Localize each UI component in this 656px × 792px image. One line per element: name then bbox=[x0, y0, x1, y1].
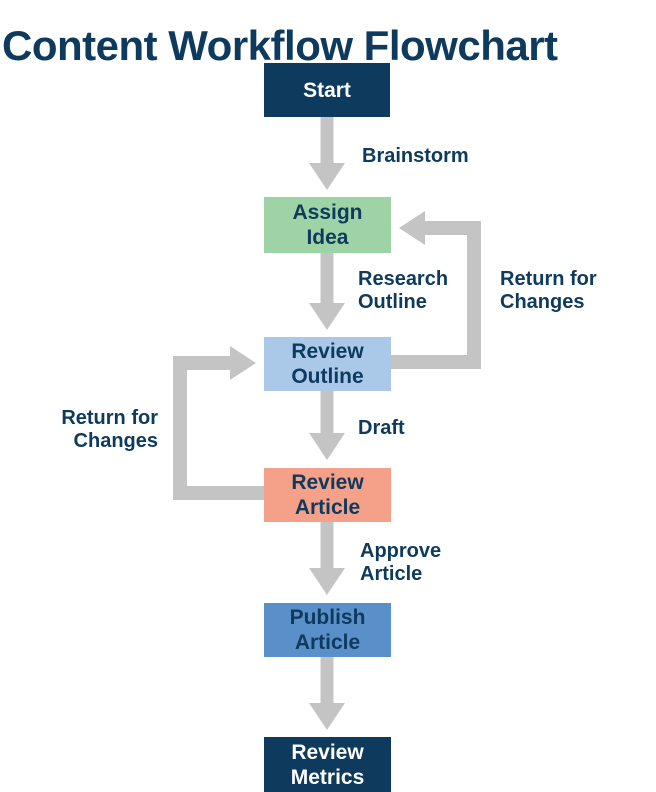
edge-label-return-for-changes-left: Return for Changes bbox=[61, 407, 158, 452]
node-review-article: Review Article bbox=[264, 468, 391, 522]
edge-label-brainstorm: Brainstorm bbox=[362, 145, 469, 167]
arrow-review-outline-to-review-article bbox=[309, 391, 345, 460]
node-review-metrics: Review Metrics bbox=[264, 737, 391, 792]
arrow-return-review-article-to-review-outline bbox=[173, 346, 265, 500]
arrow-start-to-assign-idea bbox=[309, 117, 345, 190]
node-assign-idea: Assign Idea bbox=[264, 197, 391, 253]
arrow-assign-idea-to-review-outline bbox=[309, 253, 345, 330]
edge-label-draft: Draft bbox=[358, 417, 405, 439]
edge-label-approve-article: Approve Article bbox=[360, 540, 442, 585]
node-publish-article: Publish Article bbox=[264, 603, 391, 657]
page-title: Content Workflow Flowchart bbox=[2, 22, 558, 70]
edge-label-return-for-changes-right: Return for Changes bbox=[500, 268, 597, 313]
node-start: Start bbox=[264, 63, 390, 117]
edge-label-research-outline: Research Outline bbox=[358, 268, 449, 313]
arrow-return-review-outline-to-assign-idea bbox=[391, 211, 481, 369]
arrow-review-article-to-publish-article bbox=[309, 522, 345, 595]
arrow-publish-article-to-review-metrics bbox=[309, 657, 345, 730]
node-review-outline: Review Outline bbox=[264, 337, 391, 391]
